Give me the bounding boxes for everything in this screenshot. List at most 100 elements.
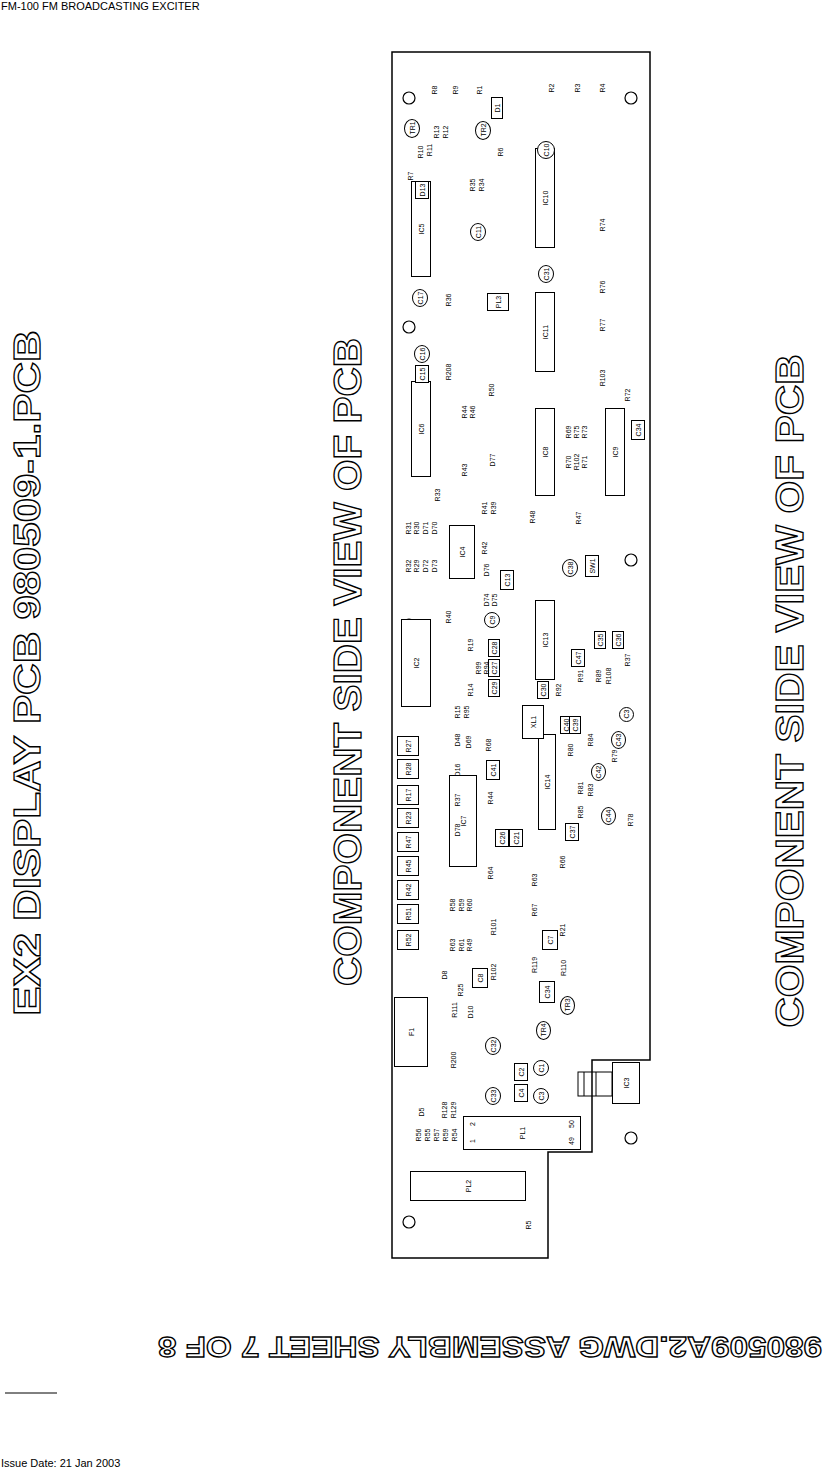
component-ref: C39 xyxy=(572,719,579,732)
component-box: R23 xyxy=(397,808,419,828)
component-ref: IC4 xyxy=(459,547,466,558)
component-ref: IC5 xyxy=(418,224,425,235)
component-ref: C32 xyxy=(490,1040,497,1053)
component-ref: R99 xyxy=(475,662,482,675)
component-ref: C3 xyxy=(538,1092,545,1101)
component-ref: C42 xyxy=(595,766,602,779)
component-ref: R12 xyxy=(442,126,449,139)
component-ref: R47 xyxy=(405,836,412,849)
component-ref: R101 xyxy=(490,919,497,936)
component-ref: R29 xyxy=(413,560,420,573)
component-ref: R13 xyxy=(433,126,440,139)
component-box: R27 xyxy=(397,736,419,756)
component-box: C34 xyxy=(631,420,645,440)
component-box: PL3 xyxy=(487,293,509,311)
component-ref: R21 xyxy=(559,924,566,937)
component-ref: D74 xyxy=(483,594,490,607)
component-ref: R17 xyxy=(405,789,412,802)
component-ref: IC11 xyxy=(542,325,549,339)
mounting-holes xyxy=(403,92,637,1228)
component-box: C36 xyxy=(612,631,624,649)
component-box: R51 xyxy=(397,904,419,924)
component-ref: IC3 xyxy=(623,1078,630,1089)
component-ref: R59 xyxy=(442,1129,449,1142)
component-ref: R119 xyxy=(531,957,538,973)
component-ref: R10 xyxy=(417,146,424,159)
component-ref: C3 xyxy=(623,710,630,719)
component-ref: C1 xyxy=(538,1064,545,1073)
component-ref: R63 xyxy=(449,939,456,952)
component-ref: R84 xyxy=(587,734,594,747)
sheet-heading: COMPONENT SIDE VIEW OF PCB xyxy=(329,338,367,986)
component-box: C2 xyxy=(514,1063,528,1081)
component-ref: R74 xyxy=(599,219,606,232)
component-ref: R33 xyxy=(434,489,441,502)
component-ref: R45 xyxy=(405,860,412,873)
round-component: C16 xyxy=(414,345,430,363)
component-ref: R42 xyxy=(405,884,412,897)
component-ref: R32 xyxy=(405,560,412,573)
component-ref: R3 xyxy=(574,84,581,93)
component-box: C37 xyxy=(565,823,579,841)
component-ref: R25 xyxy=(457,984,464,997)
component-ref: D72 xyxy=(422,560,429,573)
component-ref: 50 xyxy=(568,1120,575,1128)
round-component: C44 xyxy=(601,807,616,825)
component-box: R28 xyxy=(397,759,419,779)
component-ref: R69 xyxy=(565,426,572,439)
component-box: R47 xyxy=(397,832,419,852)
component-ref: TR2 xyxy=(480,123,487,136)
component-box: R42 xyxy=(397,880,419,900)
component-ref: SW1 xyxy=(589,558,596,573)
component-box: C4 xyxy=(514,1084,528,1102)
component-ref: R73 xyxy=(581,426,588,439)
component-ref: C27 xyxy=(491,662,498,675)
component-ref: IC10 xyxy=(542,191,549,206)
drawing-title: EX2 DISPLAY PCB 980509-1.PCB xyxy=(10,330,46,1015)
component-ref: R76 xyxy=(599,281,606,294)
component-box: C30 xyxy=(537,681,549,699)
component-box: C7 xyxy=(542,930,558,950)
component-ref: R2 xyxy=(548,84,555,93)
component-ref: TR3 xyxy=(564,998,571,1011)
footer-rule xyxy=(5,1393,57,1394)
component-ref: R81 xyxy=(577,782,584,795)
component-ref: R66 xyxy=(559,856,566,869)
component-ref: D73 xyxy=(431,560,438,573)
round-component: TR2 xyxy=(475,121,491,140)
component-ref: R102 xyxy=(573,454,580,471)
component-ref: R208 xyxy=(445,364,452,381)
round-component: C17 xyxy=(412,289,428,307)
component-box: D1 xyxy=(491,97,503,119)
component-box: PL2 xyxy=(410,1171,526,1201)
component-box: IC3 xyxy=(612,1062,640,1104)
component-ref: D48 xyxy=(454,734,461,747)
component-ref: R55 xyxy=(424,1129,431,1142)
component-ref: R19 xyxy=(467,639,474,652)
component-ref: D16 xyxy=(454,764,461,777)
component-ref: IC7 xyxy=(460,816,467,827)
component-ref: PL2 xyxy=(465,1180,472,1192)
component-ref: R46 xyxy=(469,406,476,419)
component-ref: C7 xyxy=(547,936,554,945)
component-ref: D71 xyxy=(422,522,429,535)
component-ref: R41 xyxy=(481,502,488,515)
component-ref: C2 xyxy=(518,1068,525,1077)
component-ref: C44 xyxy=(605,810,612,823)
component-ref: R5 xyxy=(525,1221,532,1230)
component-ref: D69 xyxy=(465,736,472,749)
component-ref: D5 xyxy=(418,1108,425,1117)
component-ref: D70 xyxy=(431,522,438,535)
component-ref: R43 xyxy=(461,464,468,477)
component-ref: R57 xyxy=(433,1129,440,1142)
component-ref: R39 xyxy=(490,502,497,515)
component-ref: R63 xyxy=(531,874,538,887)
component-box: C21 xyxy=(509,829,523,847)
round-component: C42 xyxy=(591,763,606,781)
component-ref: R70 xyxy=(565,456,572,469)
component-ref: R50 xyxy=(488,384,495,397)
component-box: IC2 xyxy=(401,619,431,707)
component-ref: R102 xyxy=(490,964,497,981)
component-ref: IC8 xyxy=(542,447,549,458)
component-ref: R1 xyxy=(476,86,483,95)
